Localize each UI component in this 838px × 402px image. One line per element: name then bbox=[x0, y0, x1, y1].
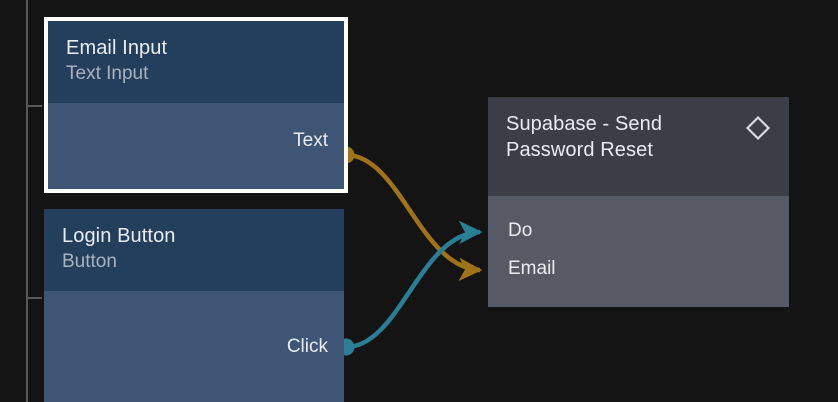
node-supabase-send-password-reset[interactable]: Supabase - Send Password Reset Do Email bbox=[488, 97, 789, 307]
node-login-button-header[interactable]: Login Button Button bbox=[44, 209, 344, 291]
port-out-text[interactable]: Text bbox=[293, 130, 328, 151]
node-supabase-body[interactable]: Do Email bbox=[488, 196, 789, 307]
edge-text-to-email[interactable] bbox=[345, 152, 483, 281]
port-in-email[interactable]: Email bbox=[508, 258, 556, 279]
port-out-click[interactable]: Click bbox=[286, 336, 328, 357]
node-login-button-body[interactable]: Click bbox=[44, 291, 344, 402]
edge-click-to-do[interactable] bbox=[345, 220, 483, 350]
node-supabase-header[interactable]: Supabase - Send Password Reset bbox=[488, 97, 789, 196]
port-in-do[interactable]: Do bbox=[508, 220, 533, 241]
node-supabase-title-line2: Password Reset bbox=[506, 139, 654, 161]
node-login-button-title: Login Button bbox=[62, 225, 176, 247]
node-email-input[interactable]: Email Input Text Input Text bbox=[44, 17, 348, 193]
diamond-icon[interactable] bbox=[745, 115, 771, 141]
node-email-input-subtitle: Text Input bbox=[66, 63, 149, 84]
alignment-guide-tick-top bbox=[28, 105, 42, 107]
alignment-guide-tick-bottom bbox=[28, 297, 42, 299]
alignment-guide-line bbox=[26, 0, 28, 402]
node-email-input-title: Email Input bbox=[66, 37, 168, 59]
node-login-button[interactable]: Login Button Button Click bbox=[44, 209, 344, 402]
node-supabase-title: Supabase - Send bbox=[506, 113, 663, 135]
node-login-button-subtitle: Button bbox=[62, 251, 117, 272]
node-email-input-header[interactable]: Email Input Text Input bbox=[48, 21, 344, 103]
node-email-input-body[interactable]: Text bbox=[48, 103, 344, 189]
